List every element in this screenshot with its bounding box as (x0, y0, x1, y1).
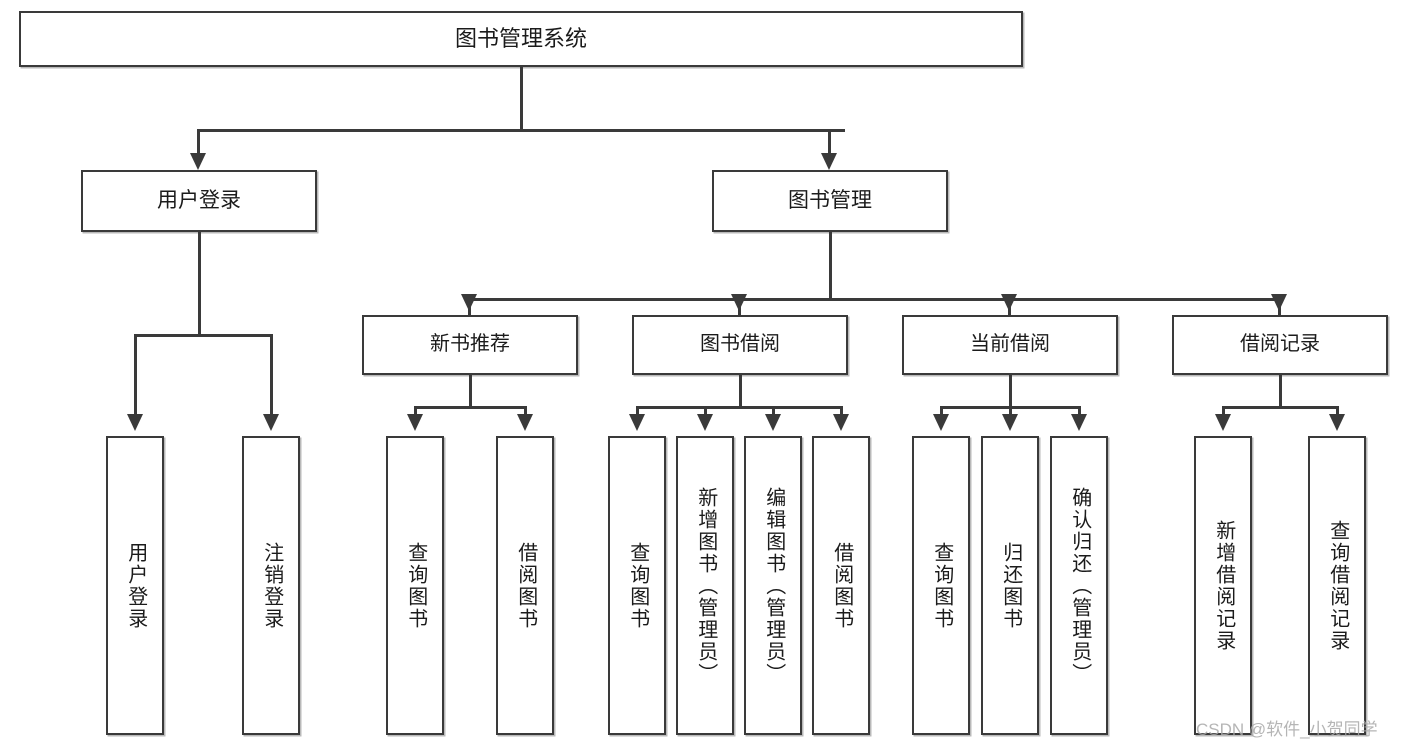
leaf-label: 归还图书 (999, 541, 1022, 630)
connector-bookborrow-bar (636, 406, 842, 409)
arrowhead-currentborrow-leaf2 (1002, 414, 1018, 431)
leaf-current-borrow-confirm[interactable]: 确认归还（管理员） (1050, 436, 1108, 735)
leaf-book-borrow-edit[interactable]: 编辑图书（管理员） (744, 436, 802, 735)
connector-currentborrow-trunk (1009, 375, 1012, 408)
leaf-book-borrow-add[interactable]: 新增图书（管理员） (676, 436, 734, 735)
arrowhead-newbook-leaf1 (407, 414, 423, 431)
connector-bookborrow-to-leaf3 (772, 406, 775, 419)
leaf-label: 借阅图书 (514, 541, 537, 630)
leaf-label: 查询图书 (930, 541, 953, 630)
arrowhead-root-to-bookmgmt (821, 153, 837, 170)
arrowhead-bookmgmt-l3-4 (1271, 294, 1287, 311)
leaf-label: 查询借阅记录 (1326, 519, 1349, 652)
leaf-label: 注销登录 (260, 541, 283, 630)
arrowhead-newbook-leaf2 (517, 414, 533, 431)
arrowhead-currentborrow-leaf3 (1071, 414, 1087, 431)
leaf-label: 查询图书 (404, 541, 427, 630)
node-label: 借阅记录 (1240, 333, 1320, 356)
node-label: 图书管理 (788, 188, 872, 212)
leaf-current-borrow-return[interactable]: 归还图书 (981, 436, 1039, 735)
node-label: 新书推荐 (430, 333, 510, 356)
connector-bookborrow-to-leaf1 (636, 406, 639, 419)
connector-root-bar (197, 129, 845, 132)
arrowhead-borrowrecord-leaf1 (1215, 414, 1231, 431)
leaf-label: 新增图书（管理员） (694, 486, 717, 685)
arrowhead-bookmgmt-l3-2 (731, 294, 747, 311)
node-label: 图书管理系统 (454, 26, 587, 52)
arrowhead-bookmgmt-l3-1 (461, 294, 477, 311)
node-label: 用户登录 (157, 188, 241, 212)
connector-userlogin-to-leaf2 (270, 334, 273, 417)
node-book-management[interactable]: 图书管理 (712, 170, 948, 232)
leaf-label: 新增借阅记录 (1212, 519, 1235, 652)
connector-borrowrecord-bar (1222, 406, 1338, 409)
leaf-label: 查询图书 (626, 541, 649, 630)
connector-borrowrecord-to-leaf1 (1222, 406, 1225, 419)
connector-root-to-userlogin (197, 129, 200, 157)
arrowhead-currentborrow-leaf1 (933, 414, 949, 431)
connector-newbook-to-leaf1 (414, 406, 417, 419)
connector-borrowrecord-trunk (1279, 375, 1282, 408)
leaf-book-borrow-borrow[interactable]: 借阅图书 (812, 436, 870, 735)
connector-bookborrow-to-leaf2 (704, 406, 707, 419)
connector-bookborrow-trunk (739, 375, 742, 408)
arrowhead-bookborrow-leaf4 (833, 414, 849, 431)
connector-bookmgmt-bar (468, 298, 1280, 301)
node-borrow-record[interactable]: 借阅记录 (1172, 315, 1388, 375)
connector-userlogin-bar (134, 334, 272, 337)
leaf-label: 确认归还（管理员） (1068, 486, 1091, 685)
connector-currentborrow-to-leaf1 (940, 406, 943, 419)
node-label: 图书借阅 (700, 333, 780, 356)
leaf-user-login-logout[interactable]: 注销登录 (242, 436, 300, 735)
connector-newbook-bar (414, 406, 526, 409)
arrowhead-bookmgmt-l3-3 (1001, 294, 1017, 311)
connector-newbook-trunk (469, 375, 472, 408)
node-root-system[interactable]: 图书管理系统 (19, 11, 1023, 67)
node-label: 当前借阅 (970, 333, 1050, 356)
arrowhead-bookborrow-leaf1 (629, 414, 645, 431)
node-current-borrow[interactable]: 当前借阅 (902, 315, 1118, 375)
leaf-new-book-borrow[interactable]: 借阅图书 (496, 436, 554, 735)
connector-userlogin-to-leaf1 (134, 334, 137, 417)
node-new-book-recommend[interactable]: 新书推荐 (362, 315, 578, 375)
arrowhead-root-to-userlogin (190, 153, 206, 170)
node-book-borrow[interactable]: 图书借阅 (632, 315, 848, 375)
connector-userlogin-trunk (198, 232, 201, 336)
node-user-login[interactable]: 用户登录 (81, 170, 317, 232)
leaf-borrow-record-add[interactable]: 新增借阅记录 (1194, 436, 1252, 735)
connector-newbook-to-leaf2 (524, 406, 527, 419)
leaf-label: 借阅图书 (830, 541, 853, 630)
leaf-user-login-login[interactable]: 用户登录 (106, 436, 164, 735)
leaf-current-borrow-query[interactable]: 查询图书 (912, 436, 970, 735)
leaf-new-book-query[interactable]: 查询图书 (386, 436, 444, 735)
arrowhead-bookborrow-leaf3 (765, 414, 781, 431)
connector-bookborrow-to-leaf4 (840, 406, 843, 419)
connector-currentborrow-to-leaf3 (1078, 406, 1081, 419)
leaf-borrow-record-query[interactable]: 查询借阅记录 (1308, 436, 1366, 735)
connector-bookmgmt-trunk (829, 232, 832, 300)
connector-borrowrecord-to-leaf2 (1336, 406, 1339, 419)
leaf-label: 用户登录 (124, 541, 147, 630)
connector-root-trunk (520, 67, 523, 130)
arrowhead-borrowrecord-leaf2 (1329, 414, 1345, 431)
arrowhead-userlogin-leaf1 (127, 414, 143, 431)
leaf-label: 编辑图书（管理员） (762, 486, 785, 685)
connector-currentborrow-to-leaf2 (1009, 406, 1012, 419)
connector-root-to-bookmgmt (828, 129, 831, 157)
arrowhead-userlogin-leaf2 (263, 414, 279, 431)
arrowhead-bookborrow-leaf2 (697, 414, 713, 431)
leaf-book-borrow-query[interactable]: 查询图书 (608, 436, 666, 735)
